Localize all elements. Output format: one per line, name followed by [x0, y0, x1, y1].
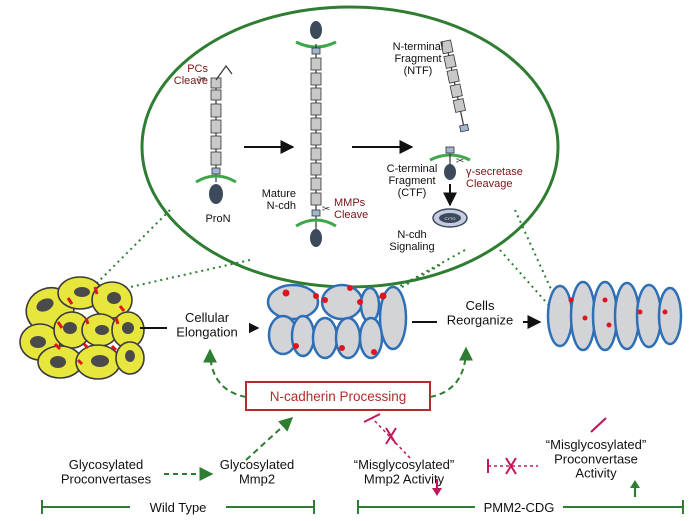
text-line: N-cdh — [267, 200, 296, 212]
text-line: γ-secretase — [466, 166, 523, 178]
blocked-x-icon — [385, 427, 397, 445]
text-line: Activity — [575, 466, 617, 481]
text-line: Signaling — [389, 241, 434, 253]
reorganize-label-bg — [437, 300, 523, 334]
pron-molecule — [195, 77, 237, 204]
scissors-icon: ✂ — [198, 74, 206, 85]
mature-ncdh-molecule — [295, 21, 337, 247]
pmm2-cdg-label: PMM2-CDG — [484, 500, 555, 515]
ncadherin-processing-label: N-cadherin Processing — [270, 389, 407, 404]
text-line: Fragment — [388, 175, 435, 187]
prodomain-hook — [215, 64, 233, 81]
wild-type-label: Wild Type — [150, 500, 207, 515]
text-line: Cellular — [185, 310, 230, 325]
text-line: N-terminal — [393, 41, 444, 53]
cell-junctions — [53, 286, 126, 366]
text-line: Cleavage — [466, 178, 512, 190]
misglyco-mmp2-label: “Misglycosylated”Mmp2 Activity — [354, 457, 454, 486]
text-line: Fragment — [394, 53, 441, 65]
elongation-label-bg — [167, 311, 249, 345]
text-line: Glycosylated — [220, 457, 294, 472]
down-arrow-head — [432, 488, 442, 496]
zoom-ellipse — [140, 5, 560, 289]
inhibit-bar — [363, 413, 381, 423]
text-line: Cleave — [174, 75, 208, 87]
organized-cells — [546, 280, 683, 352]
text-line: PCs — [187, 63, 208, 75]
mmp2-to-processing-arrow — [245, 417, 294, 461]
pmm2-cdg-bar — [357, 500, 684, 514]
text-line: Proconvertase — [554, 451, 638, 466]
organized-cell-junctions — [568, 297, 668, 328]
wild-type-bar — [41, 500, 315, 514]
text-line: Cells — [466, 298, 495, 313]
scissors-icon: ✂ — [456, 156, 464, 167]
scissors-icon: ✂ — [322, 204, 330, 215]
text-line: Cleave — [334, 209, 368, 221]
blocked-x-icon — [505, 457, 517, 475]
ntf-molecule — [440, 39, 470, 133]
processing-to-elongation-arrow — [203, 348, 247, 398]
up-arrow-head — [630, 480, 640, 488]
text-line: Reorganize — [447, 312, 514, 327]
text-line: Mature — [262, 188, 296, 200]
text-line: C-terminal — [387, 163, 438, 175]
elongating-cell-junctions — [282, 285, 387, 355]
text-line: N-cdh — [397, 229, 426, 241]
text-line: Mmp2 Activity — [364, 471, 445, 486]
text-line: “Misglycosylated” — [546, 437, 646, 452]
pron-label: ProN — [205, 213, 230, 225]
elongating-cells — [266, 283, 408, 360]
text-line: MMPs — [334, 197, 366, 209]
pink-slash-icon — [590, 417, 607, 433]
text-line: Elongation — [176, 324, 237, 339]
ctf-molecule — [429, 146, 471, 180]
misglyco-mmp2-inhibit-line — [371, 417, 411, 459]
text-line: Proconvertases — [61, 471, 152, 486]
cyto-blob — [439, 213, 461, 223]
text-line: Mmp2 — [239, 471, 275, 486]
cell-nuclei — [30, 287, 135, 368]
text-line: (NTF) — [404, 65, 433, 77]
text-line: “Misglycosylated” — [354, 457, 454, 472]
text-line: ProN — [205, 213, 230, 225]
text-line: Glycosylated — [69, 457, 143, 472]
text-line: (CTF) — [398, 187, 427, 199]
cyto-icon-label: CYTO — [444, 216, 455, 221]
processing-to-reorganize-arrow — [429, 346, 473, 398]
